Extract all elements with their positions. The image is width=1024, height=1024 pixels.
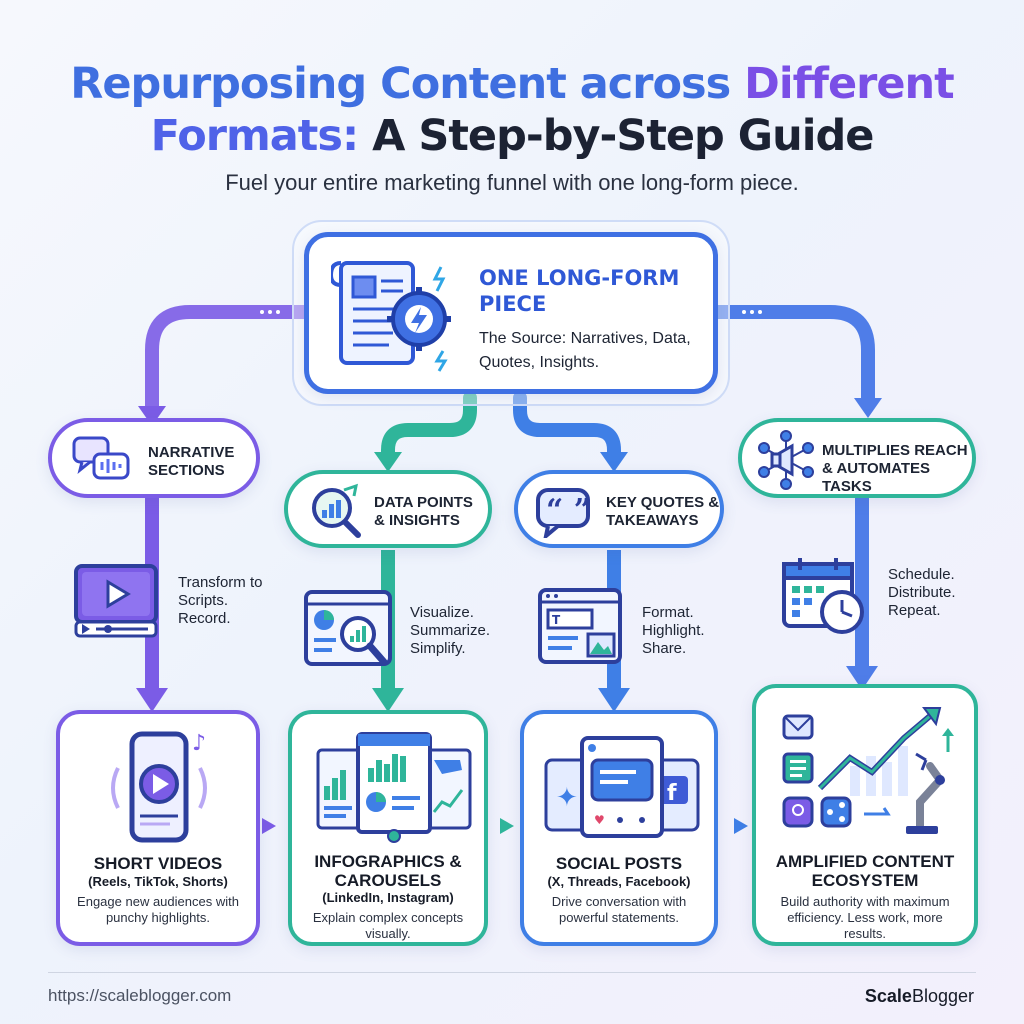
network-megaphone-icon [758,430,814,490]
footer-url[interactable]: https://scaleblogger.com [48,986,232,1005]
category-multiplies: MULTIPLIES REACH & AUTOMATES TASKS [738,418,976,498]
dashboard-magnifier-icon [304,590,392,666]
output-short-videos-subtitle: (Reels, TikTok, Shorts) [88,874,228,889]
output-short-videos-title: SHORT VIDEOS [93,854,223,873]
step-quotes-text: Format. Highlight. Share. [642,604,705,657]
arrow-infographics-social [500,818,514,834]
output-social-posts-description: Drive conversation with powerful stateme… [551,894,687,925]
category-quotes: “ ” KEY QUOTES & TAKEAWAYS [514,470,724,548]
connector-source-quotes [513,391,621,462]
arrowhead-data [374,452,402,472]
source-card: ONE LONG-FORM PIECE The Source: Narrativ… [304,232,718,394]
output-social-posts-subtitle: (X, Threads, Facebook) [547,874,691,889]
step-multiplies-text: Schedule. Distribute. Repeat. [888,566,956,619]
document-gear-icon [331,261,451,372]
output-infographics-description: Explain complex concepts visually. [312,910,464,941]
svg-text:f: f [667,781,677,806]
svg-text:“ ”: “ ” [546,493,591,528]
step-narrative-text: Transform to Scripts. Record. [178,574,263,627]
infographic-cards-icon [316,732,472,843]
output-short-videos-description: Engage new audiences with punchy highlig… [77,894,239,925]
output-short-videos: ♪ SHORT VIDEOS (Reels, TikTok, Shorts) E… [56,710,260,946]
category-narrative-label: NARRATIVE SECTIONS [148,444,235,479]
category-multiplies-label: MULTIPLIES REACH & AUTOMATES TASKS [822,442,968,495]
page-subtitle: Fuel your entire marketing funnel with o… [225,170,799,195]
output-ecosystem-title: AMPLIFIED CONTENT ECOSYSTEM [775,852,955,890]
category-narrative: NARRATIVE SECTIONS [48,418,260,498]
social-posts-icon: ✦ f ♥ [544,736,700,838]
output-infographics-title: INFOGRAPHICS & CAROUSELS [314,852,462,890]
output-infographics-subtitle: (LinkedIn, Instagram) [322,890,454,905]
page-title: Repurposing Content across Different For… [70,59,954,161]
connector-source-data [381,391,477,462]
arrow-videos-infographics [262,818,276,834]
output-ecosystem: AMPLIFIED CONTENT ECOSYSTEM Build author… [752,684,978,946]
step-data-text: Visualize. Summarize. Simplify. [410,604,491,657]
svg-text:T: T [552,613,561,627]
footer-brand-logo: ScaleBlogger [864,986,974,1006]
arrowhead-quotes [600,452,628,472]
arrow-social-ecosystem [734,818,748,834]
arrowhead-narrative [138,406,166,426]
video-player-icon [74,564,158,638]
svg-text:✦: ✦ [556,783,578,813]
chart-magnifier-icon [312,483,361,538]
output-social-posts-title: SOCIAL POSTS [555,854,683,873]
source-description: The Source: Narratives, Data, Quotes, In… [479,330,691,371]
output-ecosystem-description: Build authority with maximum efficiency.… [780,894,950,941]
growth-robot-icon [782,707,954,834]
arrowhead-multiplies [854,398,882,418]
phone-video-icon: ♪ [111,731,207,843]
svg-text:♪: ♪ [192,731,206,756]
category-data-label: DATA POINTS & INSIGHTS [374,494,473,529]
svg-text:♥: ♥ [594,813,605,827]
output-infographics: INFOGRAPHICS & CAROUSELS (LinkedIn, Inst… [288,710,488,946]
category-data: DATA POINTS & INSIGHTS [284,470,492,548]
post-editor-icon: T [538,588,622,664]
calendar-clock-icon [782,558,864,634]
footer-divider [48,972,976,973]
quote-bubble-icon: “ ” [536,488,591,538]
source-title: ONE LONG-FORM PIECE [479,266,680,316]
chat-bubbles-icon [72,436,130,480]
output-social-posts: ✦ f ♥ SOCIAL POSTS (X, Threads, Facebook… [520,710,718,946]
category-quotes-label: KEY QUOTES & TAKEAWAYS [606,494,720,529]
connector-source-multiplies [711,305,875,407]
connector-source-narrative [145,305,311,417]
